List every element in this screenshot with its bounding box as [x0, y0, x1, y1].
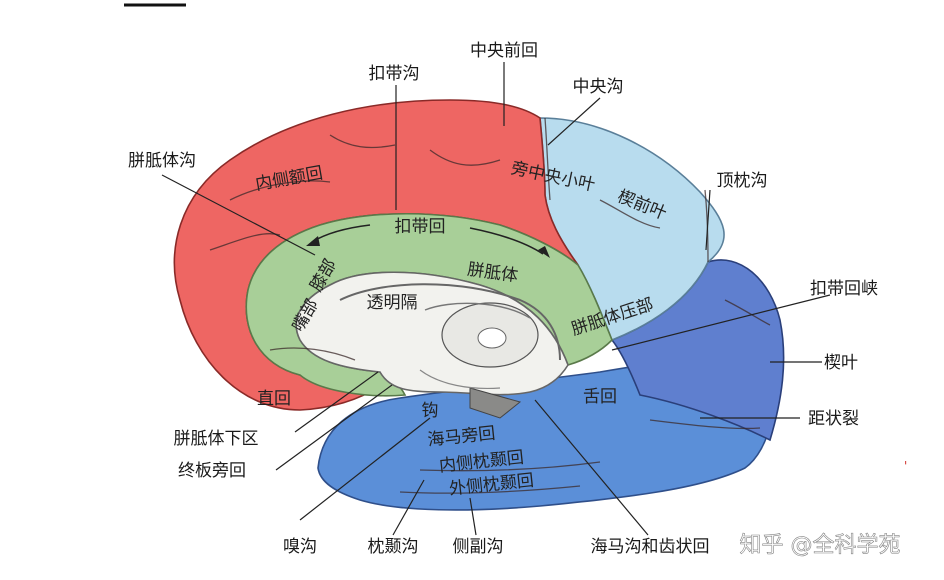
label-cingulate-isthmus: 扣带回峡	[810, 279, 878, 299]
fornix-arc	[424, 302, 531, 319]
label-cingulate-gyrus: 扣带回	[395, 217, 446, 237]
cingulate-arrows	[306, 224, 550, 258]
label-olfactory-sulcus: 嗅沟	[283, 537, 317, 557]
red-mark: '	[904, 459, 907, 473]
label-uncus: 钩	[422, 401, 439, 421]
label-callosal-sulcus: 胼胝体沟	[128, 151, 196, 171]
hypothalamus-shadow	[419, 369, 501, 389]
label-central-sulcus: 中央沟	[573, 77, 624, 97]
corpus-callosum-arc	[339, 283, 561, 361]
leader-lines	[161, 62, 831, 536]
watermark: 知乎 @全科学苑	[740, 533, 901, 558]
label-collateral-sulcus: 侧副沟	[453, 537, 504, 557]
label-paraterminal-gyrus: 终板旁回	[178, 461, 246, 481]
label-occipitotemporal-sulcus: 枕颞沟	[368, 537, 419, 557]
label-subcallosal-area: 胼胝体下区	[174, 429, 259, 449]
label-cuneus: 楔叶	[824, 353, 858, 373]
label-calcarine-fissure: 距状裂	[808, 409, 859, 429]
brainstem-cut	[469, 387, 522, 419]
label-hippocampal-sulcus-dentate: 海马沟和齿状回	[591, 537, 710, 557]
interthalamic-adhesion	[477, 327, 507, 349]
label-cingulate-sulcus: 扣带沟	[369, 64, 420, 84]
label-lingual-gyrus: 舌回	[583, 387, 617, 407]
label-septum-pellucidum: 透明隔	[367, 293, 418, 313]
label-precentral-gyrus: 中央前回	[470, 41, 538, 61]
label-parieto-occipital-sulcus: 顶枕沟	[717, 171, 768, 191]
label-gyrus-rectus: 直回	[257, 389, 291, 409]
